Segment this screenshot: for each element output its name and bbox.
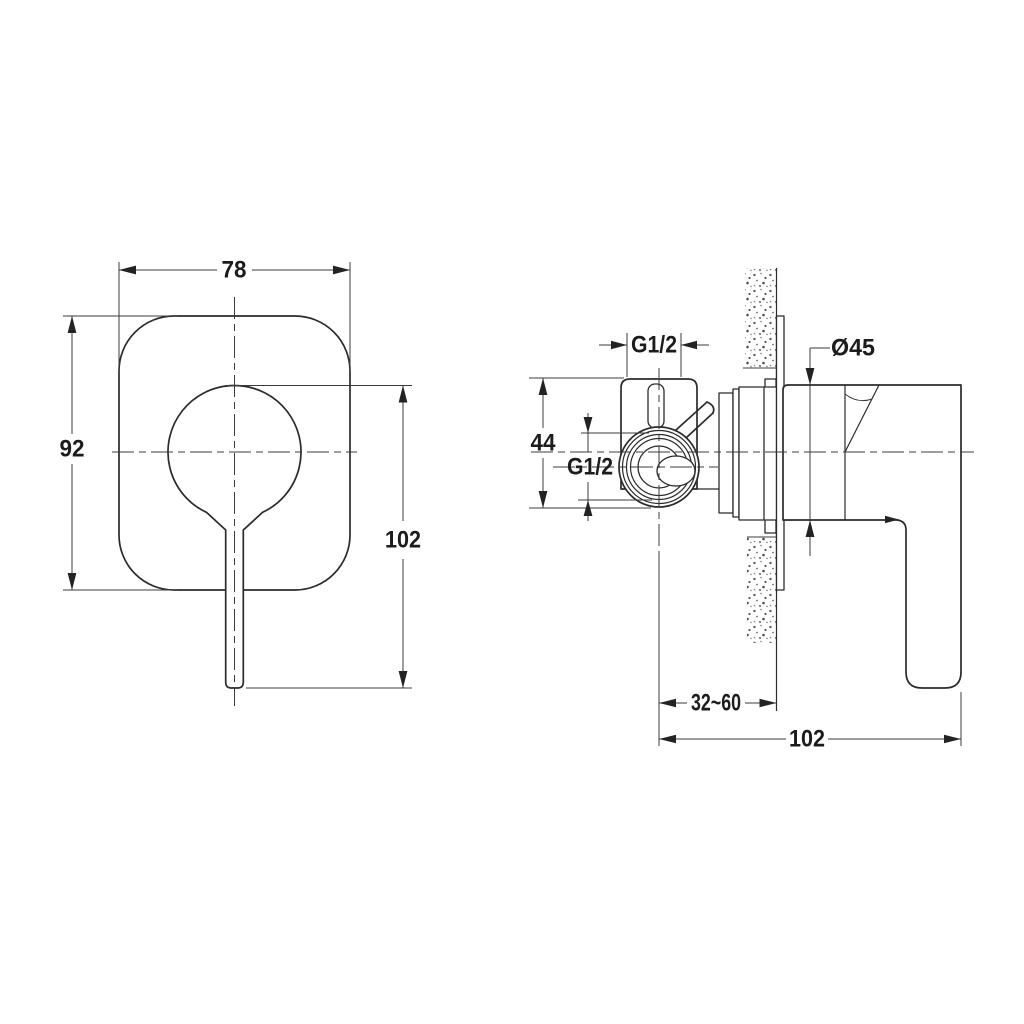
- arrowhead-up: [398, 385, 408, 403]
- arrowhead-up: [805, 520, 815, 537]
- dim-side-body-height-label: 44: [531, 430, 557, 457]
- dim-side-overall-length-label: 102: [789, 726, 825, 753]
- arrowhead-up: [583, 500, 593, 516]
- handle-tilt-arc: [844, 393, 873, 402]
- arrowhead-left: [119, 265, 136, 275]
- dim-side-trim-diameter: Ø45: [805, 335, 875, 556]
- dim-side-port-thread: G1/2: [567, 413, 652, 521]
- dim-front-plate-height-label: 92: [60, 436, 85, 463]
- arrowhead-left: [659, 698, 676, 708]
- arrowhead-right: [333, 265, 350, 275]
- arrowhead-left: [681, 340, 697, 350]
- dim-front-plate-width-label: 78: [222, 257, 247, 284]
- arrowhead-down: [67, 573, 77, 590]
- arrowhead-down: [805, 368, 815, 385]
- dim-front-handle-drop-label: 102: [385, 527, 421, 554]
- front-view: 78 92 102: [60, 257, 421, 706]
- dim-side-top-thread: G1/2: [599, 332, 709, 377]
- dim-side-top-thread-label: G1/2: [631, 332, 677, 359]
- handle-tilt-line: [844, 384, 880, 453]
- dim-side-install-depth-label: 32~60: [691, 690, 741, 717]
- dim-front-plate-width: 78: [118, 257, 351, 372]
- dim-side-overall-length: 102: [659, 692, 962, 753]
- side-trim-and-handle: [782, 384, 962, 689]
- wall-stipple-lower: [747, 537, 777, 643]
- handle-pivot-arrowhead: [885, 515, 899, 524]
- dim-front-handle-drop: 102: [225, 385, 421, 689]
- arrowhead-down: [583, 417, 593, 433]
- arrowhead-right: [944, 734, 961, 744]
- side-top-inlet-slot: [647, 383, 665, 429]
- arrowhead-right: [611, 340, 627, 350]
- arrowhead-left: [659, 734, 676, 744]
- dim-side-port-thread-label: G1/2: [567, 454, 613, 481]
- dim-side-install-depth: 32~60: [659, 690, 777, 717]
- wall-stipple-upper: [745, 268, 777, 368]
- side-port-inner-plug: [656, 455, 696, 487]
- dim-side-trim-diameter-label: Ø45: [831, 335, 875, 362]
- wall-section: [743, 268, 778, 711]
- arrowhead-right: [759, 698, 777, 708]
- side-view: G1/2 44 G1/2 Ø45: [529, 268, 974, 753]
- arrowhead-up: [538, 378, 548, 395]
- dim-side-body-height: 44: [529, 377, 651, 509]
- side-cartridge-steps: [718, 378, 777, 534]
- arrowhead-down: [538, 491, 548, 508]
- arrowhead-down: [398, 671, 408, 688]
- arrowhead-up: [67, 316, 77, 333]
- dim-front-plate-height: 92: [60, 315, 178, 591]
